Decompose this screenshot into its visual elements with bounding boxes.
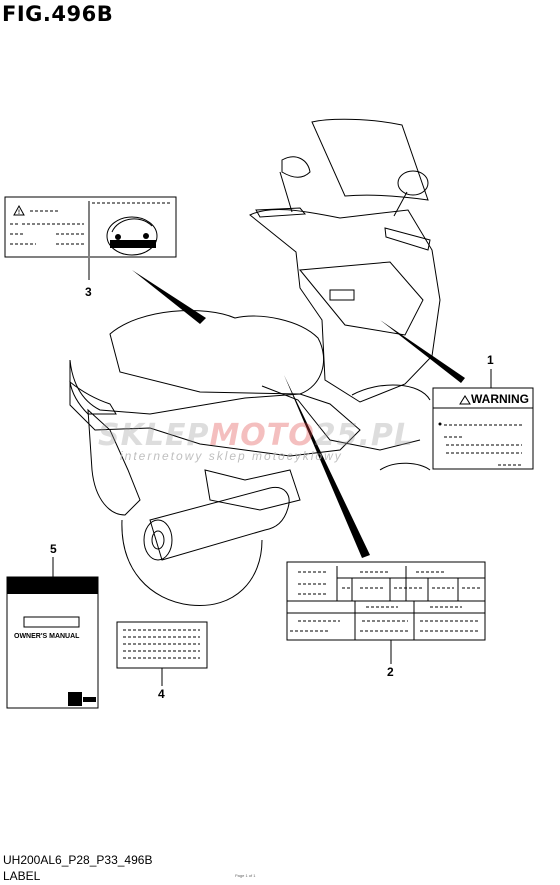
rear-wheel [121,519,263,607]
front-wheel-hint [379,462,431,471]
suzuki-logo-icon [68,692,82,706]
callout-4: 4 [158,687,165,701]
figure-label: LABEL [3,869,41,883]
manual-label-text: OWNER'S MANUAL [14,633,80,640]
mirror-stem-right [393,191,408,217]
manual-box [23,616,80,628]
leader-lines [132,270,465,558]
rear-fender [87,408,141,516]
figure-title: FIG.496B [2,2,114,26]
label-1-border [432,387,534,470]
front-fender [351,384,431,401]
callout-5: 5 [50,542,57,556]
small-print: Page 1 of 1 [235,873,256,878]
callout-1: 1 [487,353,494,367]
watermark-tagline: internetowy sklep motocyklowy [120,449,343,463]
callout-2: 2 [387,665,394,679]
headlight-panel [299,261,424,336]
handlebar-right [384,227,431,251]
engine-case [204,469,301,511]
floorboard [261,385,421,451]
owners-manual-book [6,576,99,709]
helmet-icon [106,216,158,256]
mirror-stem-left [279,171,293,213]
warning-label-text: WARNING [471,392,529,406]
windscreen [311,118,429,201]
warning-triangle-icon-1 [459,395,471,405]
figure-code: UH200AL6_P28_P33_496B [3,853,153,867]
label-4-border [116,621,208,669]
muffler-end [143,519,173,561]
watermark-brand: SKLEPMOTO25.PL [98,418,415,453]
leader-1 [380,320,465,383]
label-2-panel [286,561,486,641]
svg-text:!: ! [18,210,20,216]
front-cowl [249,208,441,403]
callout-3: 3 [85,285,92,299]
leader-2 [284,375,370,558]
label-1-panel [432,387,534,470]
rear-body [69,359,361,457]
muffler [149,486,290,561]
emblem-slot [329,289,355,301]
mirror-right [397,170,429,196]
warning-triangle-icon [13,204,25,216]
handlebar-left [255,207,307,218]
leader-3 [132,270,206,324]
manual-border [6,576,99,709]
scooter-drawing [69,118,441,607]
muffler-tip [151,530,165,550]
label-3-panel: ! [4,196,177,258]
mirror-left [281,156,311,178]
manual-mark [83,697,96,702]
manual-band [7,577,98,594]
seat [109,310,325,395]
tail-light [69,380,117,415]
label-4-panel [116,621,208,669]
